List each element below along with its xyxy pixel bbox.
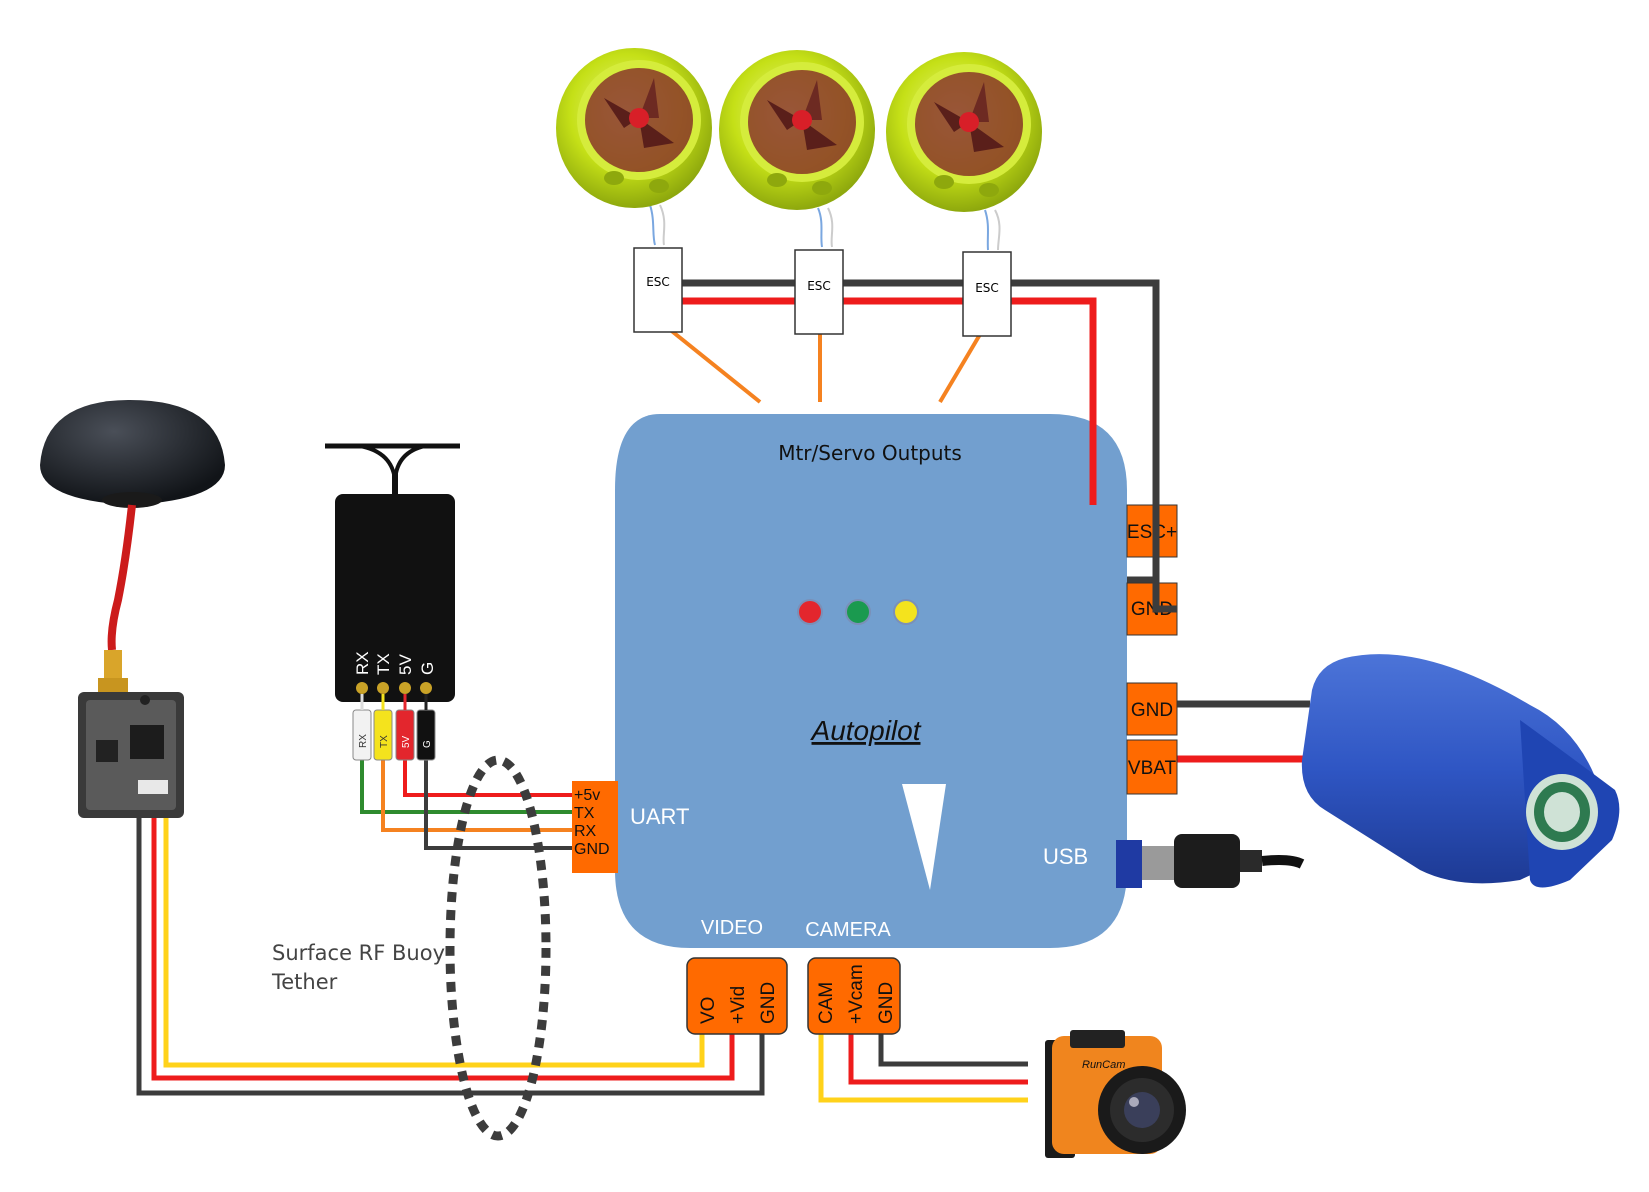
- video-wires: [136, 800, 765, 1096]
- thruster-motor-wires: [649, 204, 1001, 251]
- uart-pin-rx: RX: [574, 823, 597, 840]
- esc-2: ESC: [794, 249, 844, 335]
- receiver-pin-tx: TX: [374, 653, 393, 675]
- camera-pin-cam: CAM: [816, 982, 837, 1024]
- camera-brand-label: RunCam: [1082, 1059, 1125, 1071]
- vbat-pad: VBAT: [1126, 739, 1178, 795]
- gnd-batt-pad: GND: [1126, 682, 1178, 736]
- esc-1: ESC: [633, 247, 683, 333]
- tether-label-line2: Tether: [271, 970, 338, 994]
- receiver-pin-g: G: [418, 662, 437, 675]
- esc-plus-pad: ESC+: [1126, 504, 1178, 558]
- uart-pin-5v: +5v: [574, 787, 600, 804]
- status-led-red: [797, 599, 823, 625]
- fpv-camera: RunCam: [1045, 1030, 1186, 1158]
- camera-wires: [818, 1030, 1028, 1103]
- receiver-pin-5v: 5V: [396, 654, 415, 675]
- video-pin-vid: +Vid: [728, 986, 749, 1024]
- esc-plus-label: ESC+: [1127, 522, 1177, 543]
- thruster-1: [556, 48, 712, 208]
- plug-label-rx: RX: [358, 734, 369, 748]
- video-label: VIDEO: [701, 917, 763, 939]
- video-pin-gnd: GND: [758, 982, 779, 1024]
- plug-label-5v: 5V: [401, 735, 412, 748]
- video-transmitter: [40, 400, 225, 818]
- thruster-2: [719, 50, 875, 210]
- camera-connector: CAM +Vcam GND: [807, 957, 901, 1035]
- usb-label: USB: [1043, 844, 1088, 869]
- esc-3: ESC: [962, 251, 1012, 337]
- tether-label-line1: Surface RF Buoy: [272, 941, 445, 965]
- uart-pin-tx: TX: [574, 805, 595, 822]
- tether-ellipse: [445, 755, 551, 1141]
- usb-connector: [1116, 834, 1305, 888]
- rc-receiver: RX TX 5V G RX TX 5V G: [325, 443, 460, 761]
- autopilot-board: Mtr/Servo Outputs Autopilot UART USB VID…: [615, 414, 1127, 948]
- thruster-3: [886, 52, 1042, 212]
- camera-pin-gnd: GND: [876, 982, 897, 1024]
- camera-label: CAMERA: [805, 919, 891, 941]
- video-connector: VO +Vid GND: [686, 957, 788, 1035]
- plug-label-tx: TX: [379, 735, 390, 748]
- orientation-arrow: [902, 784, 946, 890]
- status-led-yellow: [893, 599, 919, 625]
- uart-pin-gnd: GND: [574, 841, 610, 858]
- camera-pin-vcam: +Vcam: [846, 964, 867, 1024]
- video-pin-vo: VO: [698, 997, 719, 1024]
- autopilot-title: Autopilot: [810, 715, 922, 746]
- esc-2-label: ESC: [807, 279, 831, 293]
- receiver-wires: [360, 760, 572, 850]
- uart-connector: +5v TX RX GND: [572, 781, 618, 873]
- outputs-label: Mtr/Servo Outputs: [778, 441, 962, 465]
- esc-3-label: ESC: [975, 281, 999, 295]
- gnd-batt-label: GND: [1131, 700, 1173, 721]
- battery: [1301, 654, 1620, 888]
- esc-1-label: ESC: [646, 275, 670, 289]
- status-led-green: [845, 599, 871, 625]
- gnd-top-label: GND: [1131, 599, 1173, 620]
- vbat-label: VBAT: [1128, 758, 1177, 779]
- plug-label-g: G: [422, 740, 433, 748]
- esc-signal-wires: [656, 318, 987, 404]
- receiver-pin-rx: RX: [353, 651, 372, 675]
- uart-label: UART: [630, 804, 690, 829]
